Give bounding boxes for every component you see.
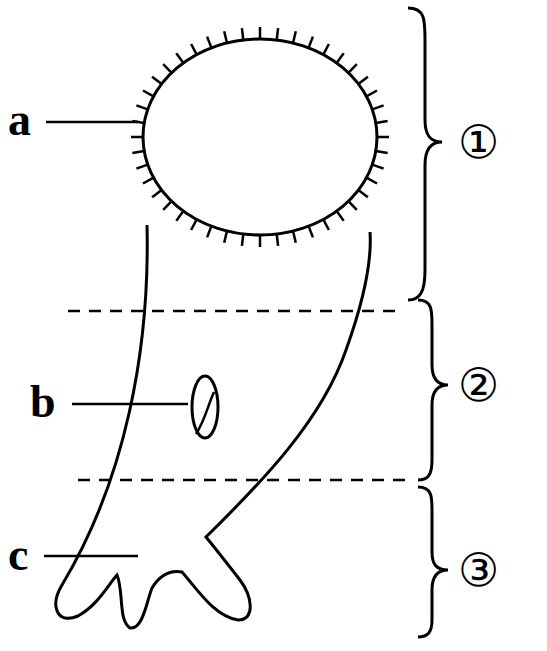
part-letter: c [8, 532, 28, 578]
cilium [366, 91, 377, 97]
cilium [143, 91, 154, 97]
cilium [337, 211, 344, 221]
leader-line [72, 403, 188, 406]
structure-b [192, 376, 218, 438]
cilium [348, 201, 356, 210]
cilium [152, 77, 162, 84]
cilium [277, 234, 278, 246]
cilium [136, 105, 147, 109]
part-letter: b [30, 379, 56, 425]
cilium [242, 28, 243, 40]
leader-line [46, 121, 138, 124]
structure-b-line [196, 392, 214, 434]
cilium [366, 178, 377, 184]
cilium [309, 37, 313, 48]
cilia [131, 27, 389, 247]
cilium [176, 53, 183, 63]
cilium [358, 77, 368, 84]
divider [68, 310, 400, 313]
cilium [207, 226, 211, 237]
cilium [309, 226, 313, 237]
braces [408, 8, 448, 637]
callout-number: ② [458, 362, 499, 408]
cilium [132, 151, 144, 153]
cilium [377, 136, 389, 139]
head-body [143, 39, 377, 235]
cilium [163, 64, 171, 73]
part-letter: a [8, 97, 31, 143]
leader-line [44, 555, 138, 558]
cilium [293, 231, 296, 243]
cilium [242, 234, 243, 246]
cilium [143, 178, 154, 184]
cilium [323, 219, 329, 230]
cilium [176, 211, 183, 221]
cilium [372, 165, 383, 169]
cilium [131, 136, 143, 139]
cilium [376, 151, 388, 153]
cilium [224, 231, 227, 243]
cilium [277, 28, 278, 40]
divider [78, 479, 410, 482]
cilium [348, 64, 356, 73]
cilium [337, 53, 344, 63]
cilium [372, 105, 383, 109]
cilium [136, 165, 147, 169]
cilium [259, 27, 262, 39]
callout-number: ① [458, 119, 499, 165]
cilium [224, 31, 227, 43]
cilium [191, 44, 197, 55]
cilium [293, 31, 296, 43]
cilium [207, 37, 211, 48]
cilium [358, 190, 368, 197]
cilium [259, 235, 262, 247]
cilium [323, 44, 329, 55]
body-outline [56, 225, 370, 628]
cilium [376, 121, 388, 123]
cilium [163, 201, 171, 210]
callout-number: ③ [458, 547, 499, 593]
cilium [191, 219, 197, 230]
cilium [152, 190, 162, 197]
